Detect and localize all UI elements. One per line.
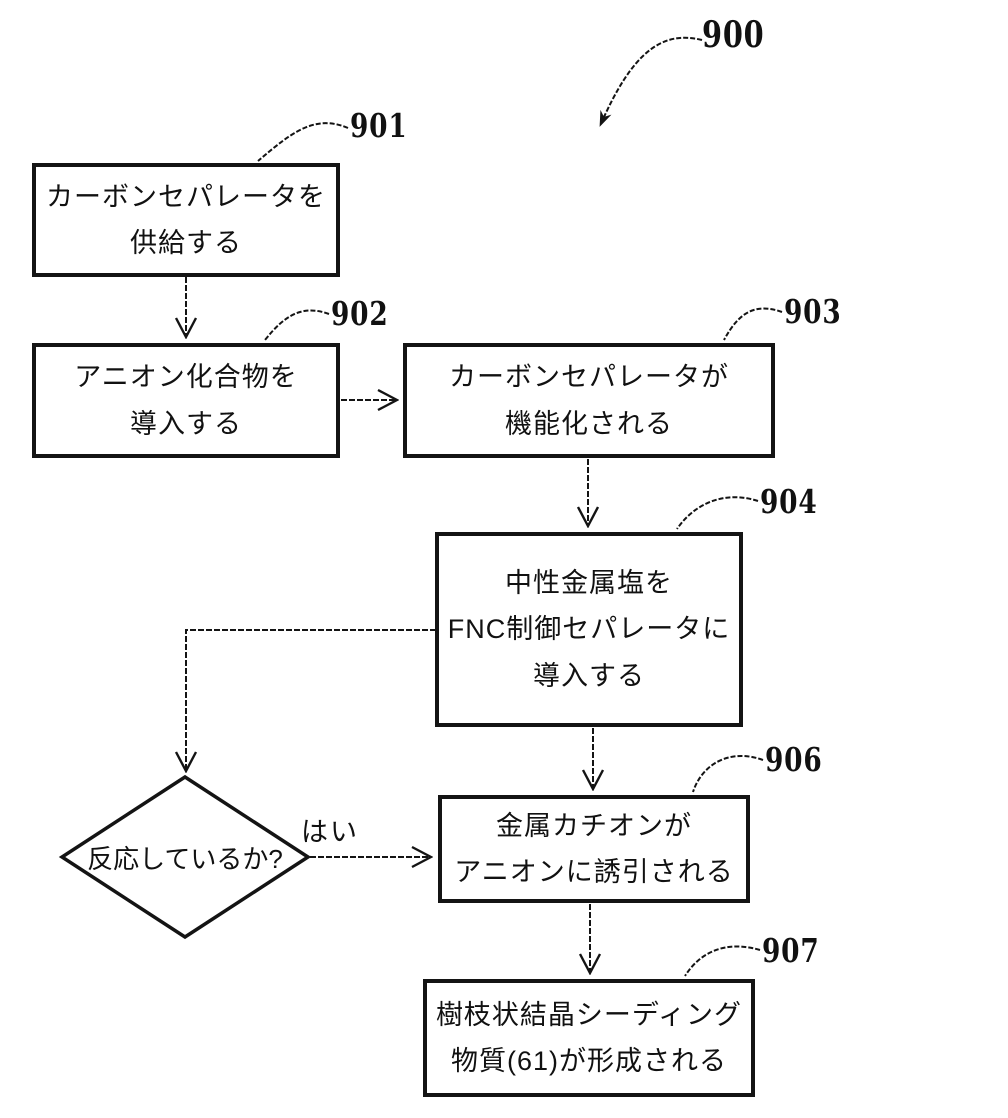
leader-903 (723, 307, 783, 341)
process-box-903: カーボンセパレータが 機能化される (403, 343, 775, 458)
process-box-901: カーボンセパレータを 供給する (32, 163, 340, 277)
process-box-904-text: 中性金属塩を FNC制御セパレータに 導入する (447, 567, 731, 691)
ref-label-902: 902 (331, 294, 389, 333)
edge-label-yes: はい (301, 817, 359, 847)
process-box-903-text: カーボンセパレータが 機能化される (449, 362, 729, 439)
leader-904 (676, 496, 759, 530)
process-box-904: 中性金属塩を FNC制御セパレータに 導入する (435, 532, 743, 727)
process-box-906: 金属カチオンが アニオンに誘引される (438, 795, 750, 903)
process-box-902: アニオン化合物を 導入する (32, 343, 340, 458)
process-box-906-text: 金属カチオンが アニオンに誘引される (454, 810, 734, 887)
leader-901 (257, 122, 349, 162)
ref-label-901: 901 (350, 106, 408, 145)
ref-label-904: 904 (760, 482, 818, 521)
leader-906 (692, 755, 764, 793)
process-box-902-text: アニオン化合物を 導入する (74, 362, 298, 439)
leader-900 (599, 36, 703, 127)
process-box-907-text: 樹枝状結晶シーディング 物質(61)が形成される (435, 999, 743, 1076)
ref-label-907: 907 (762, 931, 820, 970)
arrow-904-to-decision (186, 629, 436, 770)
leader-902 (264, 309, 330, 341)
ref-label-906: 906 (765, 740, 823, 779)
leader-907 (684, 945, 761, 977)
process-box-901-text: カーボンセパレータを 供給する (46, 181, 326, 258)
ref-label-903: 903 (784, 292, 842, 331)
process-box-907: 樹枝状結晶シーディング 物質(61)が形成される (423, 979, 755, 1097)
decision-diamond-shape (58, 774, 312, 940)
decision-text: 反応しているか? (87, 843, 283, 874)
ref-label-900: 900 (702, 14, 765, 56)
